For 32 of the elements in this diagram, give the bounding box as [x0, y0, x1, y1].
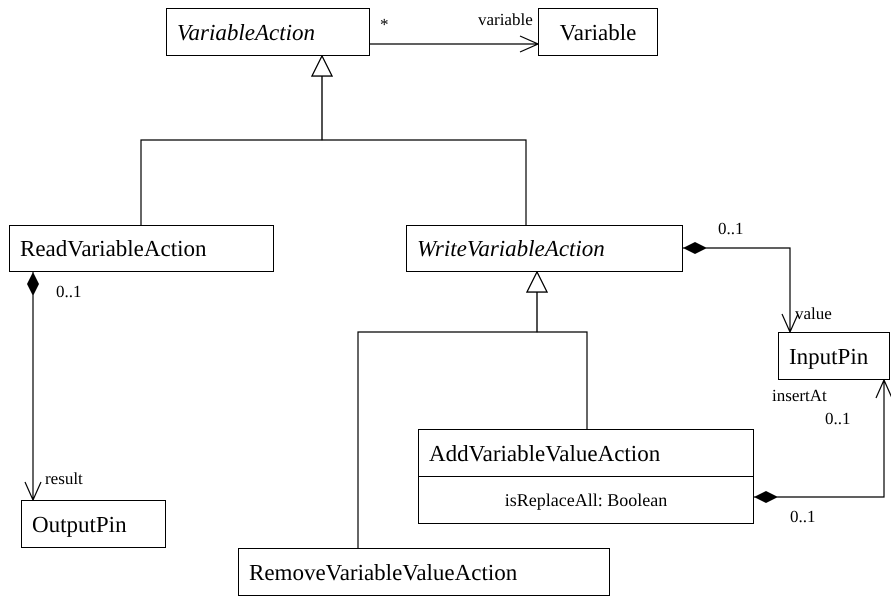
role-name: insertAt — [772, 387, 827, 404]
role-name: value — [795, 305, 832, 322]
multiplicity-label: 0..1 — [56, 283, 82, 300]
role-name: variable — [478, 11, 533, 28]
class-name: VariableAction — [176, 18, 316, 46]
multiplicity-label: * — [380, 16, 388, 33]
generalization-arrow — [311, 55, 527, 225]
attribute-text: isReplaceAll: Boolean — [419, 476, 753, 523]
class-name: AddVariableValueAction — [428, 440, 662, 468]
generalization-arrow — [357, 271, 548, 548]
class-box — [166, 8, 370, 56]
composition-arrow — [683, 242, 799, 333]
class-name: WriteVariableAction — [416, 235, 606, 263]
multiplicity-label: 0..1 — [790, 508, 816, 525]
class-name: OutputPin — [31, 510, 128, 539]
multiplicity-label: 0..1 — [825, 410, 850, 427]
class-box — [9, 225, 274, 272]
multiplicity-label: 0..1 — [718, 220, 744, 237]
class-box — [418, 429, 754, 524]
composition-arrow — [754, 379, 891, 503]
role-name: result — [45, 470, 83, 487]
class-box — [778, 332, 890, 380]
class-box — [538, 8, 658, 56]
class-name: Variable — [558, 18, 638, 46]
class-box — [406, 225, 683, 272]
class-name: RemoveVariableValueAction — [248, 558, 518, 586]
class-box — [238, 548, 610, 596]
association-arrow — [370, 35, 539, 53]
class-name: InputPin — [788, 342, 870, 371]
class-box — [21, 500, 166, 548]
composition-arrow — [24, 272, 42, 501]
class-name: ReadVariableAction — [19, 235, 208, 263]
